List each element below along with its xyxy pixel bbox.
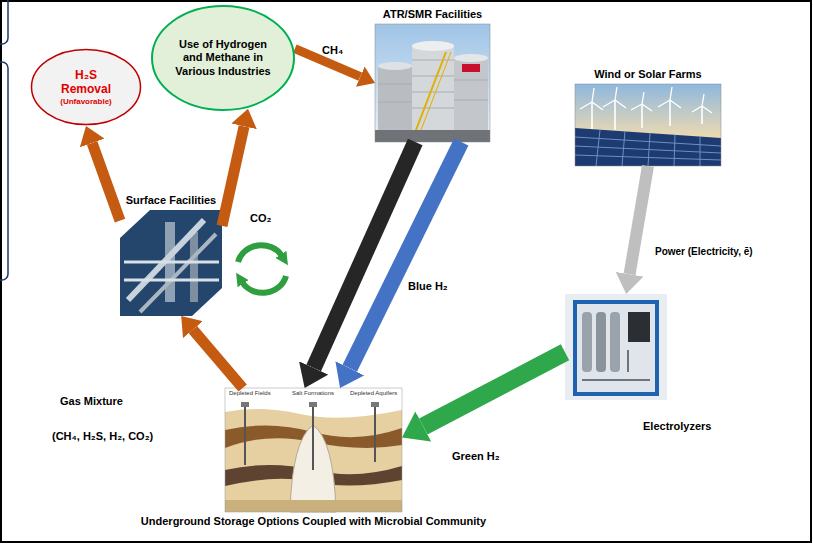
storage-type-label: Depleted Aquifers: [350, 390, 397, 397]
wind-solar-photo-part: [592, 100, 702, 132]
underground-storage-illustration-part: [309, 402, 317, 407]
refinery-photo-part: [140, 234, 216, 312]
wind-solar-photo-part: [575, 84, 721, 166]
atr-smr-photo-part: [462, 64, 480, 72]
electrolyzer-box: Electrolyzers: [565, 294, 667, 400]
atr-smr-photo-part: [412, 46, 454, 132]
atr-smr-photo-part: [454, 58, 488, 132]
wind-solar-photo: [575, 84, 721, 166]
edge-label: Power (Electricity, ē): [655, 246, 753, 258]
atr-smr-photo: [375, 24, 490, 142]
co2-cycle-arrows: [238, 245, 286, 293]
industry-ellipse: Use of Hydrogen and Methane in Various I…: [150, 4, 296, 112]
node-heading: Electrolyzers: [643, 420, 711, 433]
electrolyzer-photo-part: [565, 294, 667, 400]
edge-label: Blue H₂: [408, 280, 448, 293]
co2-cycle-arrows-part: [238, 245, 282, 262]
underground-storage-illustration: [225, 388, 402, 512]
underground-storage-illustration-part: [225, 388, 402, 512]
wind-solar-photo-part: [580, 87, 712, 113]
text-holder: Use of Hydrogen and Methane in Various I…: [150, 4, 296, 112]
electrolyzer-photo-part: [628, 312, 650, 342]
flow-arrow: [350, 142, 461, 368]
refinery-photo-part: [190, 232, 198, 302]
node-heading: Surface Facilities: [126, 194, 217, 207]
facility-box: Surface Facilities: [120, 210, 222, 316]
underground-storage-illustration-part: [241, 402, 249, 407]
refinery-photo-part: [120, 210, 222, 316]
underground-storage-illustration-part: [225, 500, 402, 512]
storage-type-label: Depleted Fields: [229, 390, 271, 397]
node-heading: ATR/SMR Facilities: [383, 8, 482, 21]
edge-label: Green H₂: [452, 450, 500, 463]
flow-arrow: [630, 166, 648, 274]
atr-smr-photo-part: [375, 130, 490, 142]
storage-box: Underground Storage Options Coupled with…: [225, 388, 402, 512]
flow-arrow: [193, 330, 243, 388]
figure-frame-part: [0, 62, 8, 280]
underground-storage-illustration-part: [245, 406, 375, 470]
node-text: Use of Hydrogen and Methane in Various I…: [175, 38, 271, 78]
node-heading: Underground Storage Options Coupled with…: [141, 515, 486, 528]
removal-ellipse: H₂S Removal(Unfavorable): [30, 48, 142, 126]
electrolyzer-photo-part: [610, 312, 620, 372]
figure-frame-part: [0, 0, 8, 44]
refinery-photo-part: [192, 288, 222, 316]
flow-arrow: [423, 352, 565, 426]
atr-smr-photo-part: [412, 41, 454, 51]
wind-solar-photo-part: [575, 128, 721, 166]
electrolyzer-photo-part: [596, 312, 606, 372]
electrolyzer-photo: [565, 294, 667, 400]
underground-storage-illustration-part: [371, 402, 379, 407]
atr-smr-photo-part: [378, 62, 412, 70]
electrolyzer-photo-part: [582, 312, 592, 372]
text-holder: H₂S Removal(Unfavorable): [30, 48, 142, 126]
refinery-photo: [120, 210, 222, 316]
edge-label: Gas Mixture: [60, 395, 123, 408]
atr-smr-photo-part: [454, 54, 488, 62]
wind-solar-photo-part: [575, 84, 721, 166]
flow-arrow: [92, 143, 120, 221]
ellipse-shape: [152, 6, 294, 110]
facility-box: ATR/SMR Facilities: [375, 24, 490, 142]
electrolyzer-photo-part: [582, 350, 650, 380]
atr-smr-photo-part: [375, 24, 490, 142]
energy-box: Wind or Solar Farms: [575, 84, 721, 166]
refinery-photo-part: [120, 210, 150, 238]
flow-arrow: [222, 126, 244, 226]
atr-smr-photo-part: [416, 52, 446, 130]
ellipse-shape: [32, 50, 141, 125]
refinery-photo-part: [124, 262, 219, 280]
storage-type-label: Salt Formations: [292, 390, 334, 397]
node-heading: Wind or Solar Farms: [594, 68, 701, 81]
electrolyzer-photo-part: [575, 302, 657, 394]
co2-cycle-arrows-part: [242, 276, 286, 293]
atr-smr-photo-part: [421, 52, 451, 130]
node-text: H₂S Removal: [56, 68, 116, 97]
underground-storage-illustration-part: [225, 388, 402, 512]
node-text: (Unfavorable): [60, 97, 112, 107]
atr-smr-photo-part: [378, 66, 412, 132]
wind-solar-photo-part: [575, 130, 721, 166]
gas-mixture-label: (CH₄, H₂S, H₂, CO₂): [52, 430, 153, 443]
atr-smr-photo-part: [375, 24, 490, 142]
edge-label: CH₄: [322, 44, 343, 57]
gas-label: CO₂: [250, 212, 271, 225]
